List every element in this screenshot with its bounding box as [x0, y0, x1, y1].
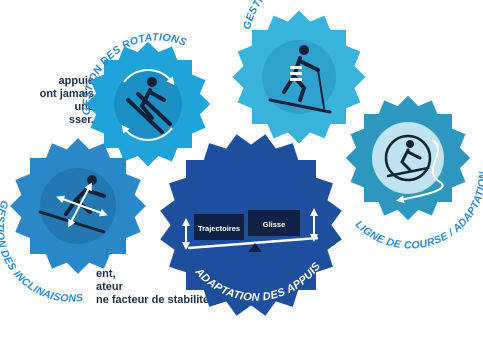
- gear-course: [345, 95, 471, 221]
- course-ring-icon: [384, 134, 432, 182]
- box-glisse: [248, 210, 300, 236]
- gear-course-hub: [372, 122, 444, 194]
- course-path-icon: [396, 139, 444, 204]
- side-text-top-line: appuis: [58, 75, 94, 87]
- balance-pivot-icon: [248, 243, 262, 252]
- incline-arrows-icon: [56, 182, 108, 228]
- side-text-top: appuis ont jamais une sser.: [16, 75, 94, 127]
- rotation-arrow-icon: [121, 124, 173, 141]
- rotation-arrow-icon: [123, 69, 175, 86]
- skier-course-icon: [386, 140, 430, 178]
- side-text-top-line: ont jamais: [39, 88, 94, 100]
- skier-rotation-icon: [126, 77, 172, 134]
- box-trajectoires: [194, 214, 244, 240]
- balance-beam: [187, 236, 319, 250]
- gear-charge: [232, 10, 366, 144]
- gear-charge-hub: [262, 40, 336, 114]
- gear-inclinaisons: [10, 138, 146, 274]
- gear-appuis: Trajectoires Glisse: [160, 134, 342, 316]
- gear-rotations: [85, 41, 211, 167]
- charge-bars-icon: [290, 66, 302, 81]
- box-glisse-label: Glisse: [263, 220, 286, 229]
- side-text-top-line: sser.: [68, 114, 94, 126]
- side-text-bottom-line: ateur: [96, 281, 123, 293]
- box-trajectoires-label: Trajectoires: [198, 224, 240, 233]
- side-text-bottom-line: ent,: [96, 268, 116, 280]
